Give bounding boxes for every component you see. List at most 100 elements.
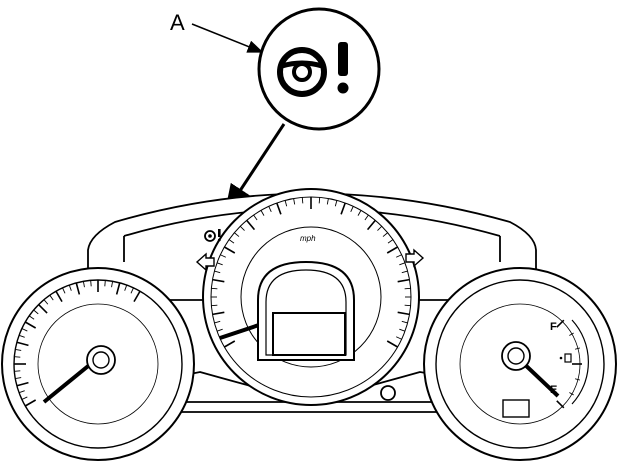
tachometer (1, 267, 195, 461)
fuel-gauge-ticks (556, 319, 582, 409)
gauge-tick (21, 396, 28, 400)
gauge-tick (55, 290, 63, 303)
gauge-tick (212, 311, 225, 316)
center-display-screen (272, 312, 346, 356)
gauge-tick (357, 210, 362, 216)
gauge-tick (276, 202, 282, 215)
speedometer: mph (202, 188, 420, 406)
gauge-tick (75, 282, 81, 295)
gauge-tick (14, 356, 21, 358)
gauge-tick (253, 214, 258, 221)
gauge-tick (28, 315, 35, 320)
gauge-tick (569, 392, 574, 396)
gauge-tick (124, 284, 128, 291)
gauge-tick (16, 341, 29, 347)
gauge-tick (43, 299, 49, 305)
gauge-tick (399, 328, 406, 332)
gauge-tick (556, 400, 565, 409)
cluster-steering-warning-icon (204, 229, 221, 242)
gauge-tick (82, 281, 85, 288)
gauge-tick (401, 320, 408, 324)
gauge-tick (115, 282, 121, 295)
fuel-gauge: F E (423, 267, 617, 461)
callout-leader-line (191, 23, 264, 53)
tachometer-ticks (14, 280, 141, 407)
gauge-tick (401, 270, 408, 274)
gauge-tick (396, 254, 402, 258)
gauge-tick (239, 225, 245, 231)
gauge-tick (211, 287, 218, 290)
gauge-tick (38, 304, 48, 314)
gauge-tick (574, 378, 581, 381)
gauge-tick (212, 278, 225, 283)
gauge-tick (223, 246, 236, 254)
speedometer-ticks (211, 197, 411, 348)
gauge-tick (18, 334, 25, 338)
gauge-tick (334, 200, 338, 207)
right-turn-arrow-icon (405, 248, 425, 268)
gauge-tick (260, 210, 265, 216)
gauge-tick (15, 377, 22, 380)
fuel-pump-icon (559, 353, 572, 363)
gauge-tick (228, 239, 235, 244)
gauge-tick (246, 219, 256, 231)
speedometer-unit-label: mph (300, 234, 316, 243)
gauge-tick (214, 320, 221, 324)
gauge-tick (268, 206, 272, 212)
gauge-tick (62, 287, 66, 294)
gauge-tick (133, 290, 141, 303)
gauge-tick (24, 321, 37, 329)
gauge-tick (397, 311, 410, 316)
gauge-tick (21, 328, 28, 332)
gauge-tick (284, 200, 288, 207)
callout-magnifier (257, 7, 381, 131)
gauge-tick (16, 381, 29, 387)
gauge-tick (223, 340, 236, 348)
gauge-tick (377, 225, 383, 231)
gauge-tick (220, 254, 226, 258)
gauge-tick (404, 304, 411, 307)
gauge-tick (211, 304, 218, 307)
gauge-tick (33, 309, 39, 315)
gauge-tick (18, 390, 25, 394)
gauge-tick (68, 284, 72, 291)
gauge-tick (569, 332, 574, 336)
gauge-tick (574, 347, 581, 350)
gauge-tick (216, 328, 223, 332)
gauge-tick (301, 197, 304, 204)
gauge-tick (49, 294, 54, 301)
gauge-tick (326, 198, 329, 205)
gauge-tick (216, 262, 223, 266)
odometer-window (502, 399, 530, 418)
gauge-tick (130, 287, 134, 294)
trip-reset-knob (380, 385, 396, 401)
gauge-tick (234, 232, 240, 237)
gauge-tick (556, 319, 565, 328)
gauge-tick (340, 202, 346, 215)
gauge-tick (24, 399, 37, 407)
gauge-tick (396, 336, 402, 340)
gauge-tick (15, 348, 22, 351)
gauge-tick (14, 370, 21, 372)
gauge-tick (399, 262, 406, 266)
gauge-tick (104, 280, 106, 287)
gauge-tick (386, 246, 399, 254)
gauge-tick (387, 239, 394, 244)
gauge-tick (111, 281, 114, 288)
gauge-tick (350, 206, 354, 212)
gauge-tick (404, 287, 411, 290)
callout-label: A (170, 10, 185, 35)
steering-warning-icon (277, 42, 349, 97)
left-turn-arrow-icon (195, 252, 215, 272)
gauge-tick (397, 278, 410, 283)
gauge-tick (364, 214, 369, 221)
gauge-tick (293, 198, 296, 205)
fuel-full-label: F (550, 321, 557, 333)
gauge-tick (386, 340, 399, 348)
gauge-tick (382, 232, 388, 237)
gauge-tick (90, 280, 92, 287)
gauge-tick (214, 270, 221, 274)
gauge-tick (366, 219, 376, 231)
gauge-tick (318, 197, 321, 204)
